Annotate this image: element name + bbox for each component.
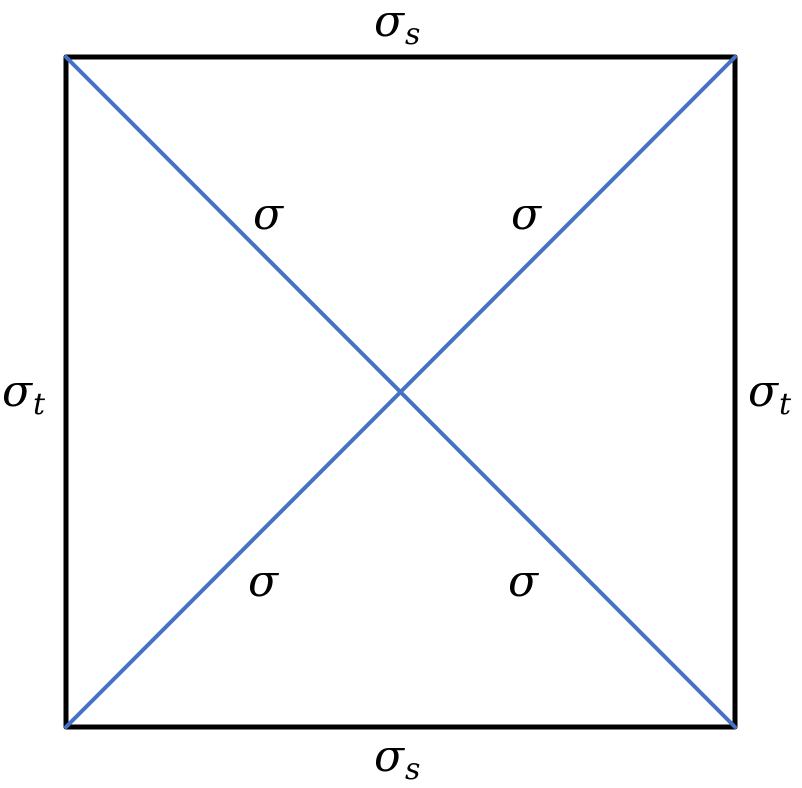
left-edge-label: σt [2,370,45,420]
right-edge-subscript: t [779,387,792,422]
top-edge-symbol: σ [374,0,405,47]
bottom-edge-label: σs [374,735,420,785]
left-edge-symbol: σ [2,366,33,417]
top-edge-subscript: s [405,17,421,52]
right-edge-symbol: σ [748,366,779,417]
diagonal-label-lower-right: σ [508,556,539,607]
right-edge-label: σt [748,370,791,420]
bottom-edge-symbol: σ [374,731,405,782]
square-outline [63,54,738,730]
left-edge-subscript: t [33,387,46,422]
diagonal-label-lower-left: σ [248,556,279,607]
bottom-edge-subscript: s [405,752,421,787]
diagonal-label-upper-left: σ [253,189,284,240]
diagonal-label-upper-right: σ [511,189,542,240]
diagonal-bl-tr [64,55,737,729]
top-edge-label: σs [374,0,420,50]
